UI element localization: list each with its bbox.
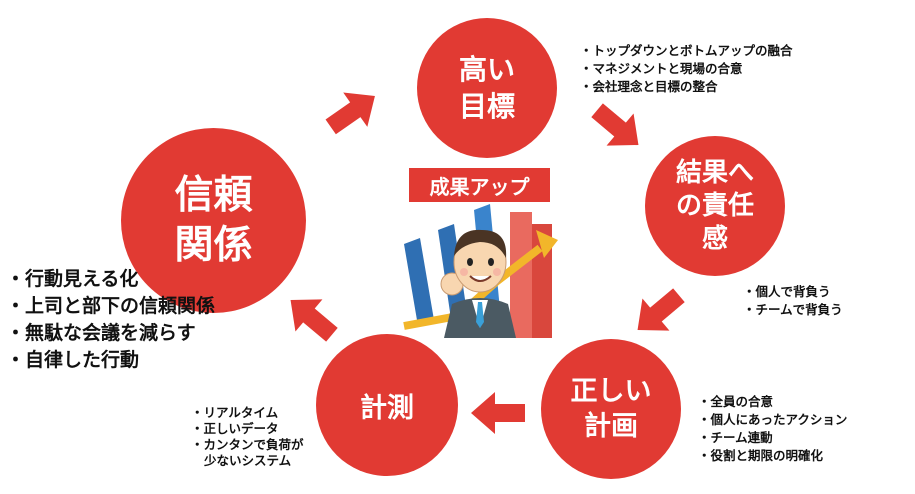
eye-graphic <box>488 258 494 266</box>
responsibility-note: ・チームで背負う <box>743 302 843 317</box>
measure-note: ・正しいデータ <box>191 421 279 436</box>
plan-line-2: 計画 <box>584 411 638 442</box>
responsibility-line-2: の責任 <box>675 190 754 221</box>
trust-line-2: 関係 <box>174 222 253 268</box>
arrow-measure-to-trust <box>277 283 346 351</box>
trust-line-1: 信頼 <box>174 172 253 218</box>
arrow-plan-to-measure <box>471 392 525 434</box>
trust-circle: 信頼 関係 <box>121 128 306 313</box>
measure-notes: ・リアルタイム ・正しいデータ ・カンタンで負荷が 少ないシステム <box>191 405 304 469</box>
goal-note: ・トップダウンとボトムアップの融合 <box>580 43 793 58</box>
arrow-goal-to-responsibility <box>583 94 652 162</box>
trust-note: ・自律した行動 <box>6 349 140 371</box>
plan-note: ・チーム連動 <box>698 430 773 445</box>
growth-arrowhead-graphic <box>536 230 558 258</box>
goal-line-1: 高い <box>458 53 515 86</box>
measure-note: 少ないシステム <box>204 453 292 468</box>
arrow-trust-to-goal <box>318 78 387 145</box>
plan-note: ・全員の合意 <box>698 394 774 409</box>
measure-circle: 計測 <box>316 334 458 476</box>
cheek-graphic <box>493 268 501 276</box>
goal-note: ・会社理念と目標の整合 <box>580 79 718 94</box>
goal-notes: ・トップダウンとボトムアップの融合 ・マネジメントと現場の合意 ・会社理念と目標… <box>580 42 793 96</box>
red-bar-graphic <box>510 212 532 338</box>
plan-notes: ・全員の合意 ・個人にあったアクション ・チーム連動 ・役割と期限の明確化 <box>698 393 847 465</box>
responsibility-line-3: 感 <box>701 223 728 254</box>
center-title: 成果アップ <box>409 168 550 202</box>
plan-circle: 正しい 計画 <box>541 339 681 479</box>
responsibility-line-1: 結果へ <box>675 157 754 188</box>
businessman-growth-illustration <box>403 204 558 338</box>
arrow-responsibility-to-plan <box>624 279 693 347</box>
trust-note: ・行動見える化 <box>6 268 139 290</box>
goal-circle: 高い 目標 <box>417 18 557 158</box>
plan-note: ・個人にあったアクション <box>698 412 848 427</box>
trust-note: ・上司と部下の信頼関係 <box>6 295 216 317</box>
trust-notes: ・行動見える化 ・上司と部下の信頼関係 ・無駄な会議を減らす ・自律した行動 <box>6 266 215 374</box>
cheek-graphic <box>460 268 468 276</box>
responsibility-note: ・個人で背負う <box>743 284 831 299</box>
hair-graphic <box>454 229 507 258</box>
measure-note: ・カンタンで負荷が <box>191 437 304 452</box>
responsibility-circle: 結果へ の責任 感 <box>645 136 785 276</box>
tie-graphic <box>476 302 484 328</box>
blue-bar-graphic <box>404 238 434 326</box>
goal-note: ・マネジメントと現場の合意 <box>580 61 743 76</box>
goal-line-2: 目標 <box>458 90 515 123</box>
measure-line-1: 計測 <box>360 392 414 424</box>
plan-note: ・役割と期限の明確化 <box>698 448 824 463</box>
responsibility-notes: ・個人で背負う ・チームで背負う <box>743 283 843 319</box>
measure-note: ・リアルタイム <box>191 405 279 420</box>
smile-graphic <box>469 275 492 282</box>
eye-graphic <box>467 258 473 266</box>
plan-line-1: 正しい <box>570 376 652 407</box>
trust-note: ・無駄な会議を減らす <box>6 322 196 344</box>
